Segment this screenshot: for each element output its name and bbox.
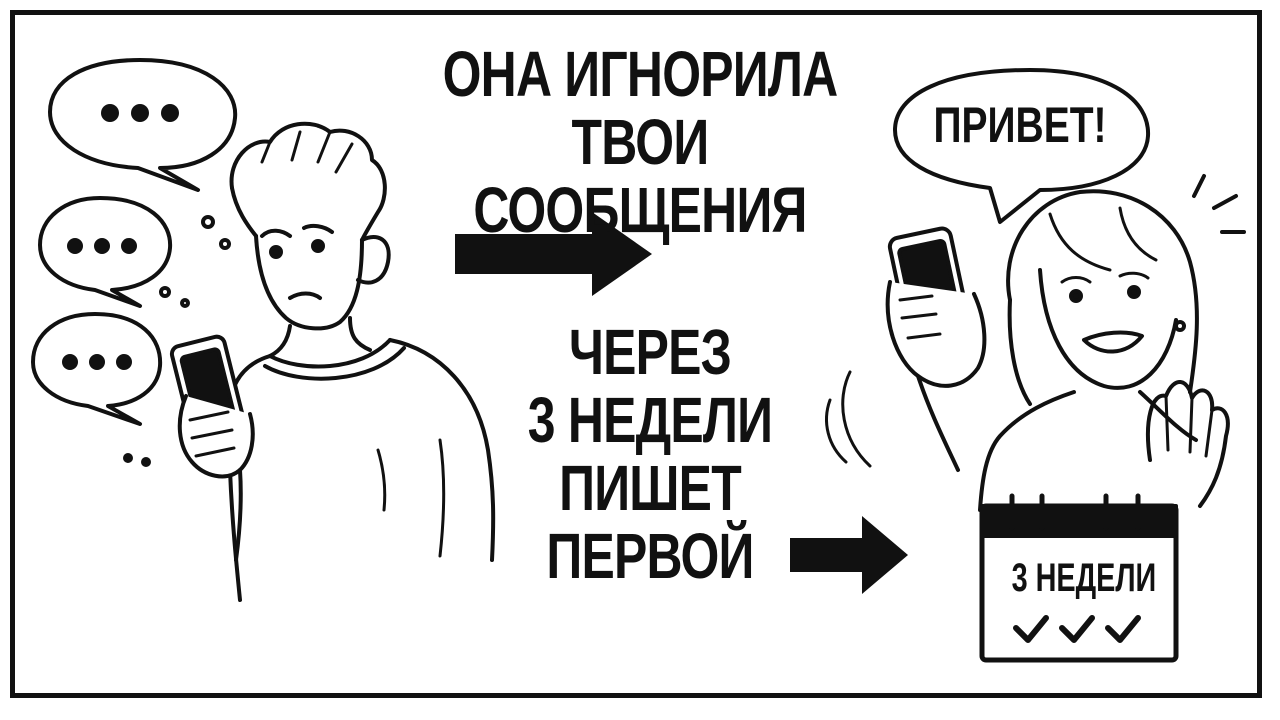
greeting-text: ПРИВЕТ! <box>933 97 1107 153</box>
arrow-right-icon <box>790 516 908 594</box>
calendar-label: 3 НЕДЕЛИ <box>1011 556 1157 600</box>
headline-caption: ОНА ИГНОРИЛА ТВОИ СООБЩЕНИЯ <box>402 40 878 244</box>
typing-dots-icon <box>101 104 179 122</box>
headline-line-1: ОНА ИГНОРИЛА <box>442 38 839 110</box>
greeting-bubble <box>893 68 1151 224</box>
arrow-right-icon <box>455 212 652 296</box>
typing-dots-icon <box>67 238 137 254</box>
typing-bubble-1 <box>48 58 238 192</box>
typing-bubble-3 <box>31 312 163 426</box>
middle-line-3: ПИШЕТ <box>559 452 742 524</box>
middle-caption: ЧЕРЕЗ 3 НЕДЕЛИ ПИШЕТ ПЕРВОЙ <box>510 318 791 590</box>
headline-line-2: ТВОИ СООБЩЕНИЯ <box>473 106 807 246</box>
middle-line-2: 3 НЕДЕЛИ <box>527 384 773 456</box>
woman-figure <box>825 174 1246 512</box>
checkmark-icon <box>1013 615 1141 643</box>
middle-line-1: ЧЕРЕЗ <box>568 316 732 388</box>
typing-dots-icon <box>62 354 132 370</box>
man-figure <box>169 121 496 602</box>
comic-frame <box>10 10 1262 698</box>
calendar-icon <box>979 493 1179 663</box>
middle-line-4: ПЕРВОЙ <box>546 520 754 592</box>
typing-bubble-2 <box>38 196 173 308</box>
